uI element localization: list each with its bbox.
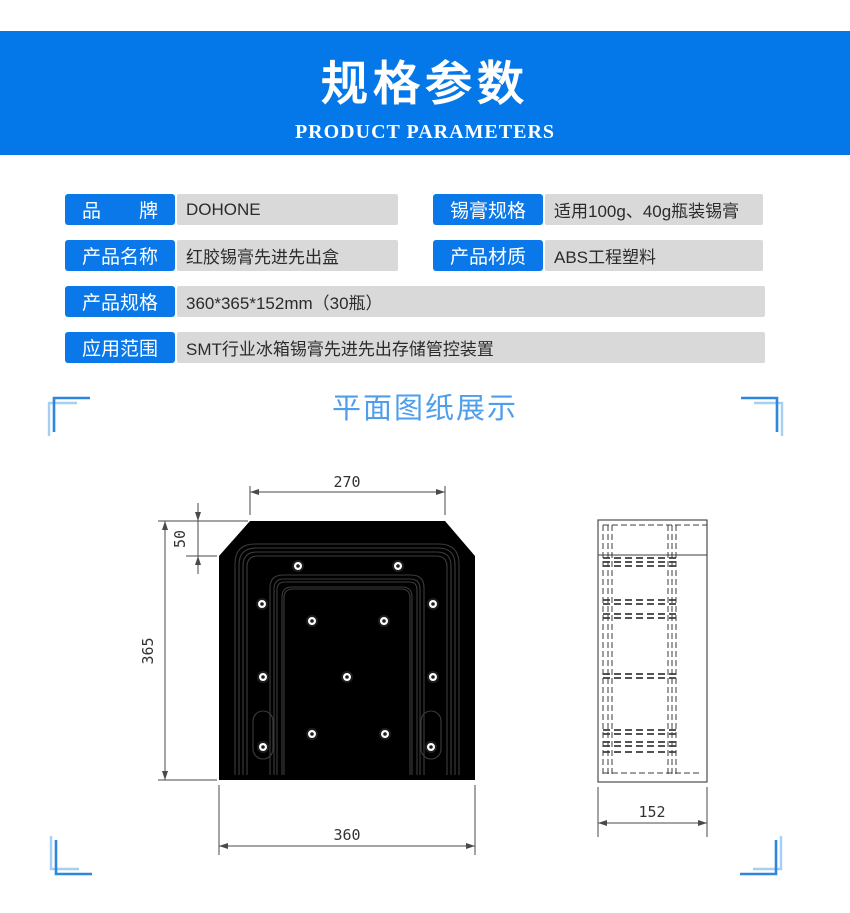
corner-bracket-icon (741, 396, 784, 436)
page-subtitle: PRODUCT PARAMETERS (294, 121, 556, 143)
param-row-3: 产品规格 360*365*152mm（30瓶） (65, 286, 785, 317)
param-value-application: SMT行业冰箱锡膏先进先出存储管控装置 (177, 332, 765, 363)
banner: 规格参数 PRODUCT PARAMETERS (0, 31, 850, 155)
front-view-drawing: 270 50 365 360 (140, 473, 476, 855)
column-gap (398, 194, 433, 225)
param-label-paste-spec: 锡膏规格 (433, 194, 543, 225)
dim-50-label: 50 (171, 530, 189, 548)
param-row-1: 品 牌 DOHONE 锡膏规格 适用100g、40g瓶装锡膏 (65, 194, 785, 225)
param-row-2: 产品名称 红胶锡膏先进先出盒 产品材质 ABS工程塑料 (65, 240, 785, 271)
param-value-material: ABS工程塑料 (545, 240, 763, 271)
param-value-brand: DOHONE (177, 194, 398, 225)
param-value-product-name: 红胶锡膏先进先出盒 (177, 240, 398, 271)
dim-152-label: 152 (638, 803, 665, 821)
param-value-paste-spec: 适用100g、40g瓶装锡膏 (545, 194, 763, 225)
param-label-product-name: 产品名称 (65, 240, 175, 271)
param-label-product-spec: 产品规格 (65, 286, 175, 317)
column-gap (398, 240, 433, 271)
screw-markers (256, 560, 439, 753)
corner-bracket-icon (47, 396, 90, 436)
dim-360-label: 360 (333, 826, 360, 844)
dim-365-label: 365 (140, 637, 157, 664)
param-row-4: 应用范围 SMT行业冰箱锡膏先进先出存储管控装置 (65, 332, 785, 363)
corner-bracket-icon (49, 836, 92, 876)
page-title: 规格参数 (321, 59, 529, 111)
param-label-application: 应用范围 (65, 332, 175, 363)
dim-270-label: 270 (333, 473, 360, 491)
param-value-product-spec: 360*365*152mm（30瓶） (177, 286, 765, 317)
section-title: 平面图纸展示 (331, 393, 518, 425)
corner-bracket-icon (740, 836, 783, 876)
param-label-brand: 品 牌 (65, 194, 175, 225)
side-view-drawing: 152 (597, 519, 708, 837)
parameter-table: 品 牌 DOHONE 锡膏规格 适用100g、40g瓶装锡膏 产品名称 红胶锡膏… (65, 194, 785, 378)
param-label-material: 产品材质 (433, 240, 543, 271)
